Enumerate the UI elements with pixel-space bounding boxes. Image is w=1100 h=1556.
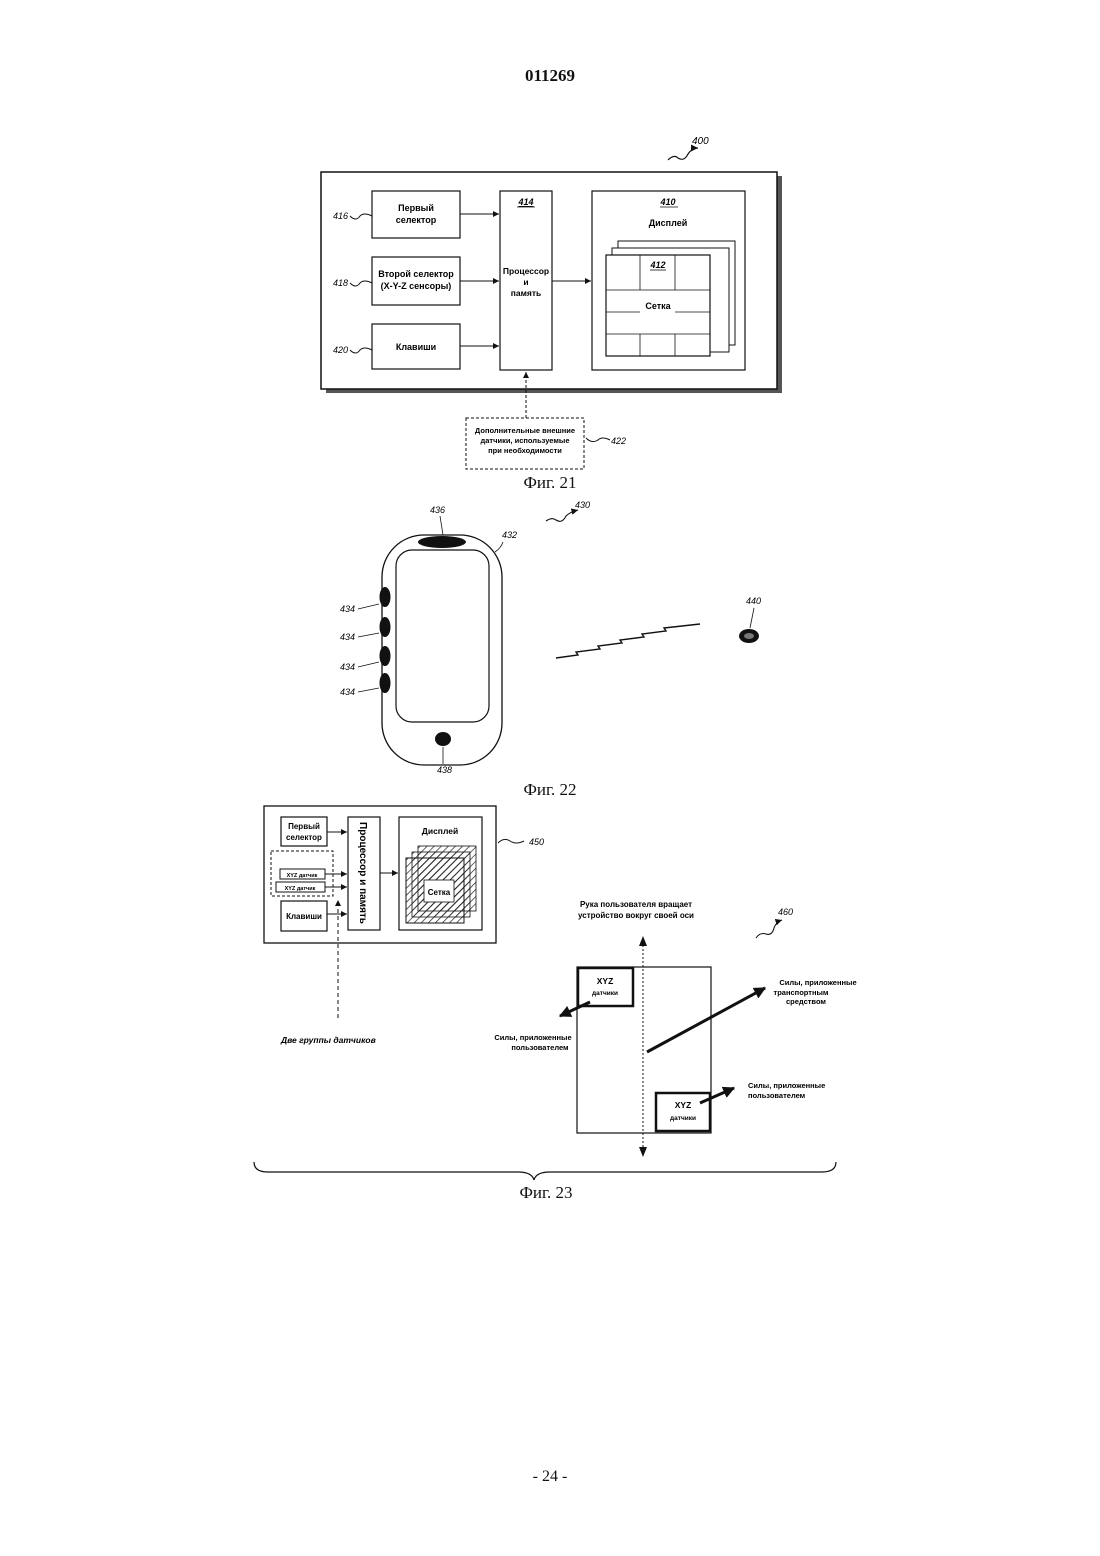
fig22-caption: Фиг. 22 bbox=[490, 780, 610, 800]
svg-text:Дополнительные внешние: Дополнительные внешние bbox=[475, 426, 575, 435]
fig22-side-ref-4: 434 bbox=[340, 687, 355, 697]
fig22-side-ref-3: 434 bbox=[340, 662, 355, 672]
fig23-rotation-line2: устройство вокруг своей оси bbox=[578, 911, 694, 920]
fig21-caption: Фиг. 21 bbox=[490, 473, 610, 493]
svg-text:Клавиши: Клавиши bbox=[286, 912, 322, 921]
fig23-force-user-right-line2: пользователем bbox=[748, 1091, 806, 1100]
svg-text:память: память bbox=[511, 288, 542, 298]
svg-text:XYZ: XYZ bbox=[675, 1100, 692, 1110]
svg-text:XYZ: XYZ bbox=[597, 976, 614, 986]
fig23-force-vehicle-line2: транспортным bbox=[774, 988, 829, 997]
svg-text:Первый: Первый bbox=[288, 822, 320, 831]
fig23-system-ref: 450 bbox=[498, 837, 544, 847]
fig22-top-button bbox=[418, 536, 466, 548]
svg-text:датчики: датчики bbox=[592, 990, 618, 997]
svg-text:селектор: селектор bbox=[396, 215, 437, 225]
fig23-rotation-line1: Рука пользователя вращает bbox=[580, 900, 692, 909]
page-number: - 24 - bbox=[0, 1468, 1100, 1486]
svg-text:Дисплей: Дисплей bbox=[649, 218, 688, 228]
svg-text:418: 418 bbox=[333, 278, 348, 288]
fig23-first-selector: Первый селектор bbox=[281, 817, 327, 846]
fig21-external-sensors: Дополнительные внешние датчики, использу… bbox=[466, 418, 626, 469]
svg-text:селектор: селектор bbox=[286, 833, 322, 842]
fig23-keys: Клавиши bbox=[281, 901, 327, 931]
svg-text:датчики: датчики bbox=[670, 1115, 696, 1122]
svg-text:410: 410 bbox=[659, 197, 675, 207]
fig23-hatched-grid: Сетка bbox=[406, 846, 476, 923]
fig22-side-ref-1: 434 bbox=[340, 604, 355, 614]
fig22-side-button-2 bbox=[380, 617, 391, 637]
svg-text:420: 420 bbox=[333, 345, 348, 355]
fig21-system-ref: 400 bbox=[668, 136, 709, 160]
fig22-side-ref-2: 434 bbox=[340, 632, 355, 642]
fig22-body-ref: 432 bbox=[502, 530, 517, 540]
fig23-force-user-left-line1: Силы, приложенные bbox=[494, 1033, 571, 1042]
fig23-xyz-sensors-bottom: XYZ датчики bbox=[656, 1093, 710, 1131]
svg-text:460: 460 bbox=[778, 907, 793, 917]
svg-text:Процессор и память: Процессор и память bbox=[357, 822, 368, 924]
fig23-two-groups-label: Две группы датчиков bbox=[280, 1035, 376, 1045]
fig22-remote-sensor: 440 bbox=[739, 596, 761, 643]
fig23-processor-memory: Процессор и память bbox=[348, 817, 380, 930]
svg-text:Сетка: Сетка bbox=[645, 301, 671, 311]
fig22-side-button-4 bbox=[380, 673, 391, 693]
svg-text:и: и bbox=[523, 277, 528, 287]
fig21-processor-memory: 414 Процессор и память bbox=[500, 191, 552, 370]
fig23-xyz-sensor-2: XYZ датчик bbox=[276, 882, 325, 892]
svg-text:414: 414 bbox=[517, 197, 533, 207]
svg-text:Клавиши: Клавиши bbox=[396, 342, 436, 352]
fig23-diagram-ref: 460 bbox=[756, 907, 793, 938]
fig22-top-button-ref: 436 bbox=[430, 505, 445, 515]
svg-text:412: 412 bbox=[649, 260, 665, 270]
fig22-side-button-3 bbox=[380, 646, 391, 666]
fig23-force-user-right-line1: Силы, приложенные bbox=[748, 1081, 825, 1090]
fig21-grid-stack: 412 Сетка bbox=[606, 241, 735, 356]
svg-text:XYZ датчик: XYZ датчик bbox=[285, 886, 316, 892]
fig23-caption: Фиг. 23 bbox=[486, 1183, 606, 1203]
fig22-wireless-signal bbox=[556, 624, 700, 658]
fig22-bottom-button bbox=[435, 732, 451, 746]
fig22-bottom-button-ref: 438 bbox=[437, 765, 452, 775]
fig23-xyz-sensor-1: XYZ датчик bbox=[280, 869, 325, 879]
svg-text:430: 430 bbox=[575, 500, 590, 510]
svg-text:440: 440 bbox=[746, 596, 761, 606]
fig23-brace bbox=[254, 1162, 836, 1180]
svg-text:Сетка: Сетка bbox=[428, 888, 451, 897]
svg-text:датчики, используемые: датчики, используемые bbox=[481, 436, 570, 445]
svg-text:450: 450 bbox=[529, 837, 544, 847]
svg-text:Процессор: Процессор bbox=[503, 266, 549, 276]
svg-text:400: 400 bbox=[692, 136, 709, 147]
svg-text:Второй селектор: Второй селектор bbox=[378, 269, 454, 279]
svg-text:Первый: Первый bbox=[398, 203, 434, 213]
fig23-force-vehicle-line3: средством bbox=[786, 997, 826, 1006]
fig23-xyz-sensors-top: XYZ датчики bbox=[578, 968, 633, 1006]
fig23-force-user-left-line2: пользователем bbox=[511, 1043, 569, 1052]
fig22-side-button-1 bbox=[380, 587, 391, 607]
svg-text:416: 416 bbox=[333, 211, 348, 221]
fig22-handheld-device bbox=[382, 535, 502, 765]
svg-text:(X-Y-Z сенсоры): (X-Y-Z сенсоры) bbox=[381, 281, 452, 291]
svg-text:422: 422 bbox=[611, 436, 626, 446]
fig22-device-ref: 430 bbox=[546, 500, 590, 521]
fig23-force-vehicle-line1: Силы, приложенные bbox=[779, 978, 856, 987]
svg-text:XYZ датчик: XYZ датчик bbox=[287, 873, 318, 879]
svg-text:при необходимости: при необходимости bbox=[488, 446, 562, 455]
svg-text:Дисплей: Дисплей bbox=[422, 826, 458, 836]
